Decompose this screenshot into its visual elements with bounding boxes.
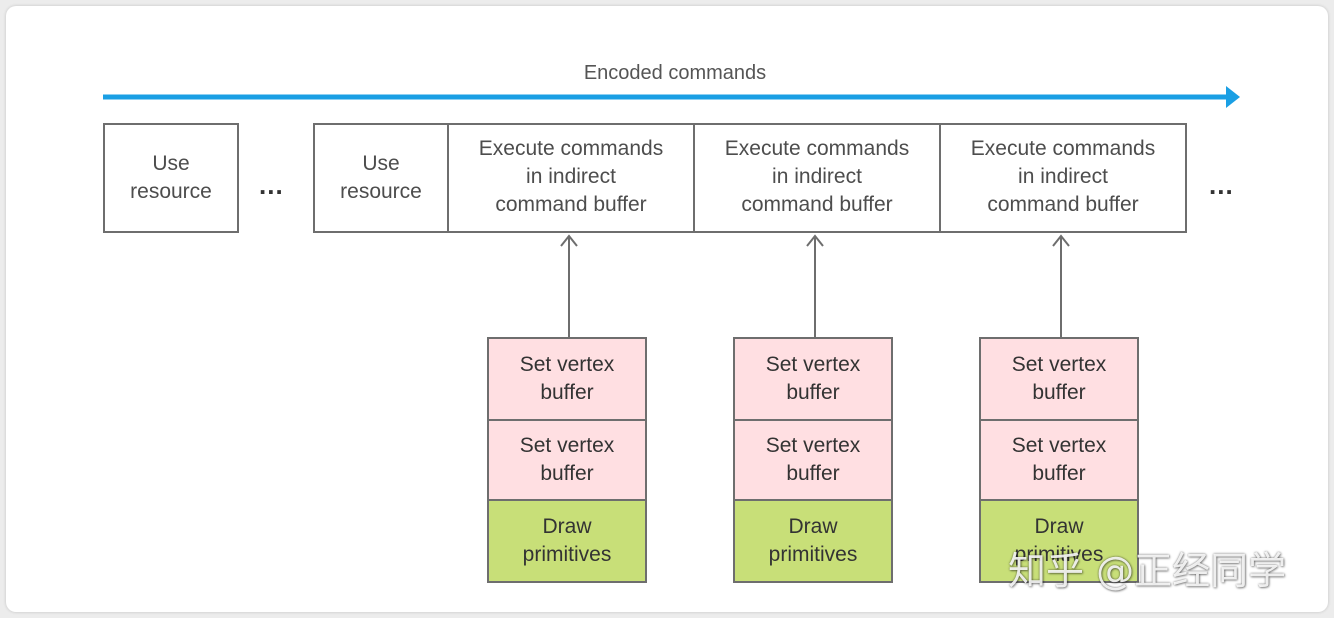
diagram-title: Encoded commands	[583, 62, 767, 84]
buffer-1-set-vertex-2: Set vertex buffer	[487, 419, 647, 501]
buffer-1-arrow	[560, 234, 578, 338]
buffer-3-set-vertex-1: Set vertex buffer	[979, 337, 1139, 421]
buffer-3-arrow	[1052, 234, 1070, 338]
buffer-1-set-vertex-1: Set vertex buffer	[487, 337, 647, 421]
ellipsis-2: ...	[1209, 170, 1234, 200]
execute-indirect-box-2: Execute commands in indirect command buf…	[693, 123, 941, 233]
buffer-1-draw-primitives: Draw primitives	[487, 499, 647, 583]
buffer-2-draw-primitives: Draw primitives	[733, 499, 893, 583]
buffer-3-set-vertex-2: Set vertex buffer	[979, 419, 1139, 501]
buffer-2-arrow	[806, 234, 824, 338]
use-resource-box-2: Use resource	[313, 123, 449, 233]
timeline-arrow-head	[1226, 86, 1240, 108]
buffer-2-set-vertex-1: Set vertex buffer	[733, 337, 893, 421]
buffer-2-set-vertex-2: Set vertex buffer	[733, 419, 893, 501]
ellipsis-1: ...	[259, 170, 284, 200]
execute-indirect-box-3: Execute commands in indirect command buf…	[939, 123, 1187, 233]
buffer-3-draw-primitives: Draw primitives	[979, 499, 1139, 583]
use-resource-box-1: Use resource	[103, 123, 239, 233]
execute-indirect-box-1: Execute commands in indirect command buf…	[447, 123, 695, 233]
watermark: 知乎 @正经同学	[1008, 549, 1287, 593]
